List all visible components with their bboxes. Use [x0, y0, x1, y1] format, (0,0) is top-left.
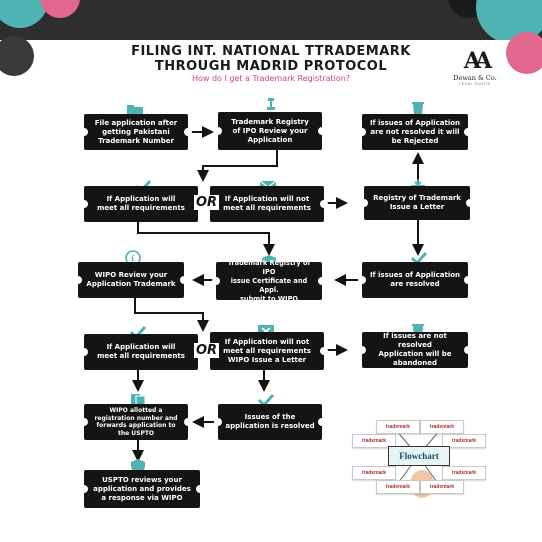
trademark-tag: trademark	[420, 420, 464, 434]
dark-circle-corner	[0, 36, 34, 76]
trademark-tag: trademark	[442, 434, 486, 448]
trash-icon	[412, 102, 424, 115]
trademark-tag: trademark	[442, 466, 486, 480]
ipo-certificate-box: Trademark Registry of IPO issue Certific…	[212, 259, 326, 303]
trademark-tag: trademark	[376, 420, 420, 434]
or-label-2: OR	[194, 343, 220, 358]
issues-abandoned-box: If issues are not resolved Application w…	[358, 332, 472, 368]
uspto-review-box: USPTO reviews your application and provi…	[80, 470, 204, 508]
brand-logo: AA Dewan & Co. LEGAL RIGHTS	[452, 50, 498, 86]
not-meet-requirements-box-1: If Application will not meet all require…	[206, 186, 328, 222]
page-subtitle: How do I get a Trademark Registration?	[191, 74, 351, 83]
wipo-allotted-box: WIPO allotted a registration number and …	[80, 404, 192, 440]
shield-icon	[131, 459, 145, 473]
pink-circle-left	[40, 0, 80, 18]
page-title-line-1: FILING INT. NATIONAL TTRADEMARK	[131, 44, 411, 59]
wipo-review-box: WIPO Review your Application Trademark	[74, 262, 188, 298]
meet-requirements-box-1: If Application will meet all requirement…	[80, 186, 202, 222]
arrow-meet-to-certificate	[137, 222, 275, 256]
page-title-line-2: THROUGH MADRID PROTOCOL	[154, 59, 388, 74]
ipo-review-box: Trademark Registry of IPO Review your Ap…	[214, 112, 326, 150]
trademark-tag: trademark	[352, 466, 396, 480]
trademark-tag: trademark	[352, 434, 396, 448]
pink-circle-corner	[506, 32, 542, 74]
file-application-box: File application after getting Pakistani…	[80, 114, 192, 150]
svg-text:£: £	[130, 254, 135, 263]
issues-rejected-box: If issues of Application are not resolve…	[358, 114, 472, 150]
flowchart-illustration: trademark trademark trademark trademark …	[350, 418, 486, 502]
meet-requirements-box-2: If Application will meet all requirement…	[80, 334, 202, 370]
issues-resolved-box-1: If issues of Application are resolved	[358, 262, 472, 298]
trademark-tag: trademark	[420, 480, 464, 494]
trademark-tag: trademark	[376, 480, 420, 494]
not-meet-wipo-letter-box: If Application will not meet all require…	[206, 332, 328, 370]
or-label-1: OR	[194, 195, 220, 210]
logo-tagline: LEGAL RIGHTS	[459, 82, 491, 86]
top-banner	[0, 0, 542, 40]
logo-mark: AA	[463, 48, 492, 74]
chess-piece-icon	[267, 98, 275, 110]
issue-letter-box: Registry of Trademark Issue a Letter	[360, 186, 474, 220]
arrow-review-to-or	[197, 150, 278, 182]
arrow-wipo-to-or	[134, 298, 209, 332]
issues-resolved-box-2: Issues of the application is resolved	[214, 404, 326, 440]
flowchart-center-label: Flowchart	[388, 446, 450, 466]
logo-name: Dewan & Co.	[453, 74, 497, 82]
